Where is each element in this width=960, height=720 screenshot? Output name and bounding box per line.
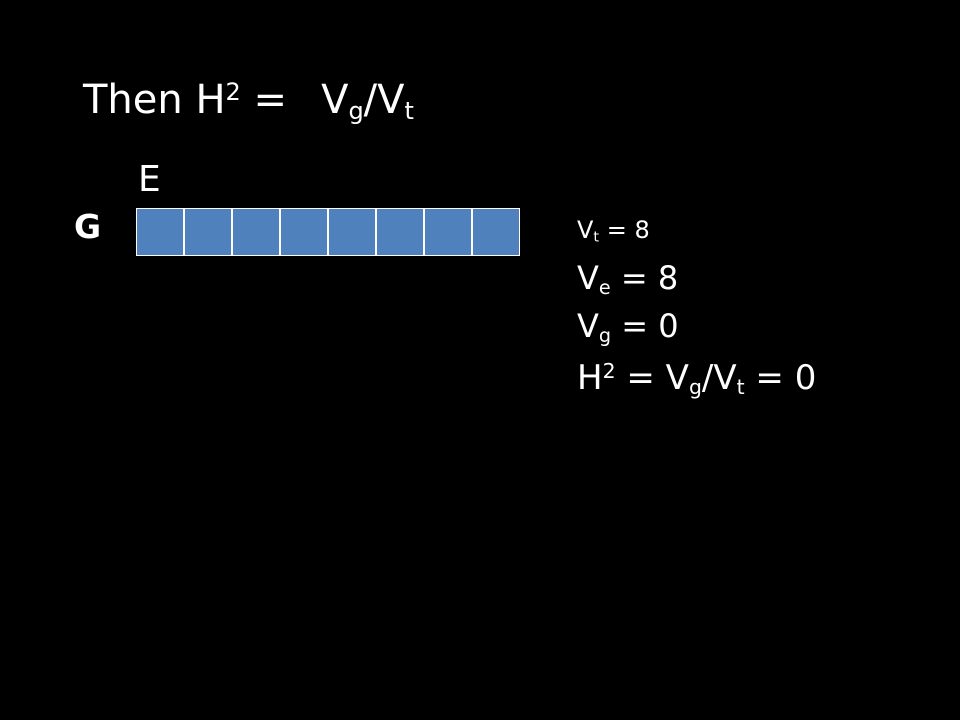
slide-title: Then H2 = Vg/Vt bbox=[83, 77, 414, 123]
formula-sub-t: t bbox=[404, 97, 414, 125]
title-equals: = bbox=[240, 77, 288, 123]
stat-ve: Ve = 8 bbox=[577, 259, 679, 297]
stat-h2-sub-t: t bbox=[736, 375, 745, 400]
stat-h2-mid: = V bbox=[615, 358, 689, 398]
stat-ve-value: = 8 bbox=[610, 259, 679, 297]
stat-h2: H2 = Vg/Vt = 0 bbox=[577, 358, 817, 398]
grid-cell bbox=[424, 208, 472, 256]
grid-cell bbox=[136, 208, 184, 256]
formula-slash-v: /V bbox=[363, 77, 405, 123]
grid-cell bbox=[472, 208, 520, 256]
stat-vg: Vg = 0 bbox=[577, 307, 679, 345]
cell-row bbox=[136, 208, 520, 256]
grid-cell bbox=[376, 208, 424, 256]
title-formula: Vg/Vt bbox=[321, 77, 414, 123]
stat-h2-sup: 2 bbox=[602, 358, 616, 383]
stat-h2-slash: /V bbox=[701, 358, 737, 398]
stat-vt: Vt = 8 bbox=[577, 216, 650, 245]
grid-cell bbox=[184, 208, 232, 256]
stat-vg-v: V bbox=[577, 307, 599, 345]
grid-cell bbox=[328, 208, 376, 256]
stat-vt-sub: t bbox=[593, 229, 600, 246]
formula-v: V bbox=[321, 77, 349, 123]
grid-cell bbox=[232, 208, 280, 256]
stat-vt-v: V bbox=[577, 216, 594, 244]
formula-sub-g: g bbox=[348, 97, 364, 125]
stat-vg-sub: g bbox=[598, 323, 612, 347]
label-g: G bbox=[74, 207, 102, 246]
stat-h2-value: = 0 bbox=[744, 358, 817, 398]
title-prefix: Then H bbox=[83, 77, 226, 123]
stat-vt-value: = 8 bbox=[599, 216, 650, 244]
label-e: E bbox=[138, 159, 161, 200]
stat-h2-sub-g: g bbox=[688, 375, 702, 400]
title-superscript: 2 bbox=[225, 77, 241, 106]
stat-ve-sub: e bbox=[598, 275, 611, 299]
stat-h2-h: H bbox=[577, 358, 603, 398]
stat-ve-v: V bbox=[577, 259, 599, 297]
stat-vg-value: = 0 bbox=[611, 307, 679, 345]
grid-cell bbox=[280, 208, 328, 256]
